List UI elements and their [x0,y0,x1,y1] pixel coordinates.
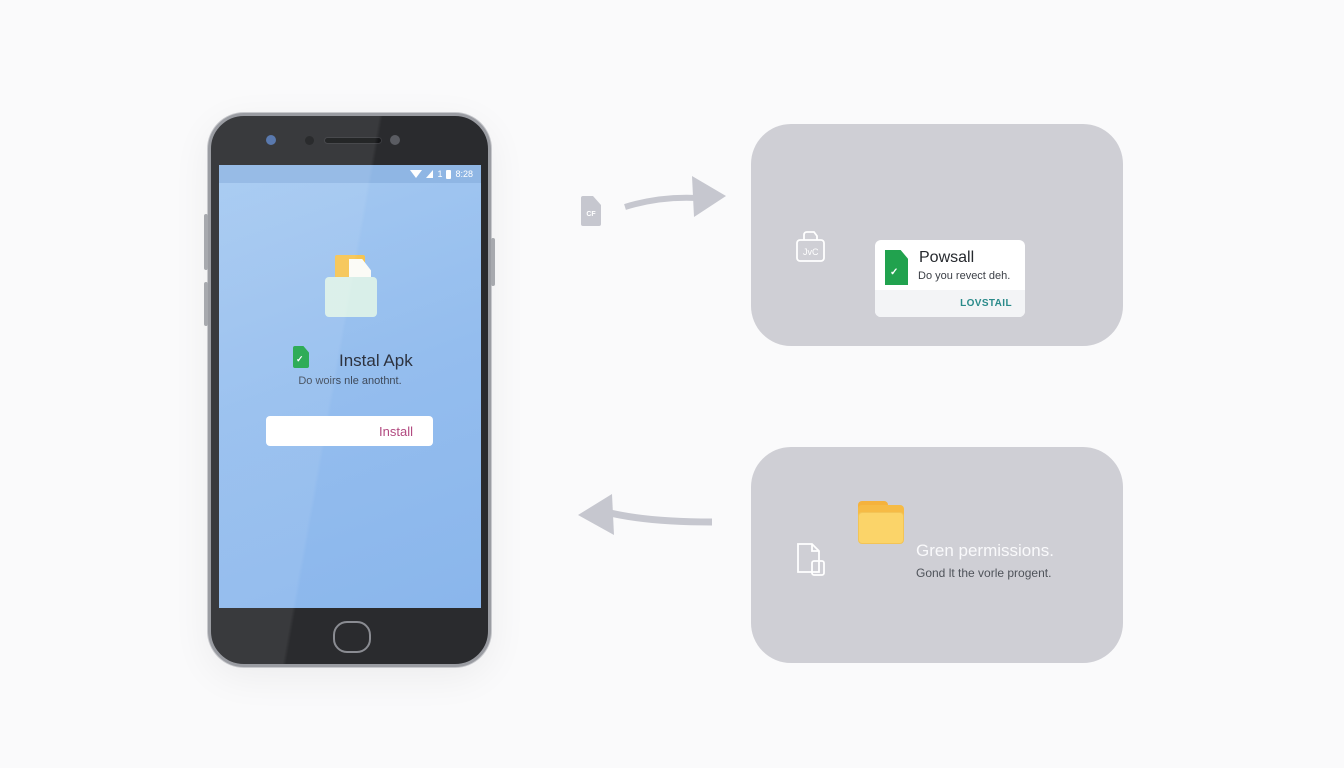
cell-signal-icon [426,170,434,178]
install-button[interactable]: Install [266,416,433,446]
dialog-install-button[interactable]: LOVSTAIL [960,298,1012,309]
install-subtitle: Do woirs nle anothnt. [298,375,402,387]
permissions-panel: Gren permissions. Gond lt the vorle prog… [751,447,1123,663]
install-dialog: ✓ Powsall Do you revect deh. LOVSTAIL [875,240,1025,317]
dialog-subtitle: Do you revect deh. [918,270,1011,282]
volume-down-button [204,282,208,326]
light-sensor-icon [390,135,400,145]
phone-screen: 1 8:28 ✓ Instal Apk Do woirs nle anothnt… [219,165,481,608]
dialog-footer: LOVSTAIL [875,290,1025,317]
front-camera-icon [266,135,276,145]
file-icon: CF [581,196,601,226]
dialog-title: Powsall [919,249,975,266]
svg-text:JvC: JvC [803,247,819,257]
status-bar: 1 8:28 [219,165,481,183]
folder-document-icon [325,255,377,317]
earpiece-speaker [324,137,382,144]
volume-up-button [204,214,208,270]
phone-mockup: 1 8:28 ✓ Instal Apk Do woirs nle anothnt… [204,113,495,667]
battery-icon [446,169,452,179]
document-copy-icon [797,543,825,576]
power-button [491,238,495,286]
proximity-sensor-icon [305,136,314,145]
folder-icon [858,501,904,544]
wifi-icon [410,170,423,178]
apk-package-icon: JvC [796,231,825,262]
apk-file-icon: ✓ [885,250,908,285]
arrow-left-icon [578,494,713,535]
apk-header: ✓ Instal Apk [293,343,413,371]
sim-indicator: 1 [437,169,443,179]
home-button[interactable] [333,621,371,653]
permissions-subtitle: Gond lt the vorle progent. [916,566,1052,580]
apk-file-icon: ✓ [293,346,309,368]
arrow-right-icon [624,176,726,217]
status-time: 8:28 [455,169,473,179]
install-title: Instal Apk [339,351,413,370]
permissions-title: Gren permissions. [916,541,1054,560]
install-prompt-panel: JvC ✓ Powsall Do you revect deh. LOVSTAI… [751,124,1123,346]
